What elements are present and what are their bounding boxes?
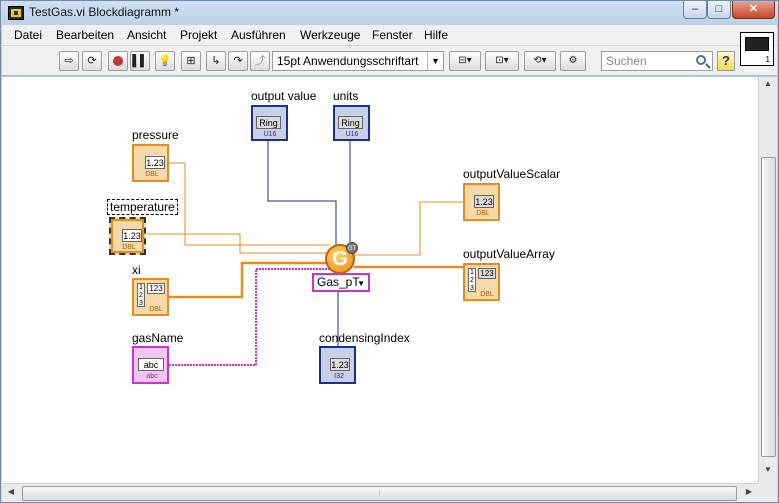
gasname-label[interactable]: gasName	[132, 331, 184, 345]
outputvaluearray-type-tag: DBL	[480, 291, 494, 298]
search-placeholder: Suchen	[606, 54, 647, 68]
wire-output-value[interactable]	[267, 139, 337, 245]
vertical-scroll-thumb[interactable]	[761, 157, 776, 457]
step-out-icon[interactable]: ⤴	[250, 51, 270, 71]
maximize-button[interactable]: □	[707, 1, 731, 19]
pressure-label[interactable]: pressure	[132, 128, 179, 142]
labview-app-icon	[8, 6, 24, 20]
chevron-down-icon: ▼	[427, 52, 443, 70]
condensingindex-label[interactable]: condensingIndex	[319, 331, 410, 345]
outputvaluescalar-terminal[interactable]: 1.23 DBL	[463, 183, 500, 221]
wire-output-scalar[interactable]	[354, 201, 464, 256]
window-title: TestGas.vi Blockdiagramm *	[29, 5, 180, 19]
minimize-button[interactable]: –	[683, 1, 707, 19]
numeric-indicator: 1.23	[474, 195, 494, 208]
menu-bar: Datei Bearbeiten Ansicht Projekt Ausführ…	[2, 25, 777, 46]
step-over-icon[interactable]: ↷	[228, 51, 248, 71]
menu-bearbeiten[interactable]: Bearbeiten	[56, 28, 115, 42]
chevron-down-icon: ▼	[357, 279, 365, 288]
align-icon[interactable]: ⊟▾	[449, 51, 481, 71]
block-diagram-canvas[interactable]: output value Ring U16 units Ring U16 pre…	[2, 77, 758, 483]
menu-hilfe[interactable]: Hilfe	[424, 28, 449, 42]
menu-datei[interactable]: Datei	[14, 28, 43, 42]
wire-temperature[interactable]	[147, 233, 330, 254]
search-icon	[696, 55, 706, 65]
toolbar: ⇨ ⟳ ▌▌ 💡 ⊞ ↳ ↷ ⤴ 15pt Anwendungsschrifta…	[2, 46, 777, 76]
xi-type-tag: DBL	[149, 306, 163, 313]
horizontal-scroll-thumb[interactable]: ⦙	[22, 486, 737, 501]
numeric-indicator: 1.23	[330, 358, 350, 371]
temperature-label[interactable]: temperature	[107, 199, 178, 215]
search-input[interactable]: Suchen	[601, 51, 713, 71]
xi-label[interactable]: xi	[132, 263, 141, 277]
string-control: abc	[138, 358, 164, 371]
wire-xi[interactable]	[168, 261, 332, 299]
pressure-type-tag: DBL	[145, 171, 159, 178]
condensingindex-terminal[interactable]: 1.23 I32	[319, 346, 356, 384]
font-select-value: 15pt Anwendungsschriftart	[277, 54, 419, 68]
close-button[interactable]: ✕	[732, 1, 775, 19]
gasname-type-tag: abc	[146, 373, 158, 380]
distribute-icon[interactable]: ⊡▾	[485, 51, 519, 71]
pause-icon[interactable]: ▌▌	[130, 51, 150, 71]
vi-icon-screen	[745, 37, 769, 51]
numeric-control: 1.23	[145, 156, 165, 169]
gasname-terminal[interactable]: abc abc	[132, 346, 169, 384]
outputvaluescalar-label[interactable]: outputValueScalar	[463, 167, 561, 181]
highlight-execution-icon[interactable]: 💡	[155, 51, 175, 71]
condensingindex-type-tag: I32	[334, 373, 344, 380]
scroll-left-icon[interactable]: ◀	[7, 487, 15, 496]
ring-indicator: Ring	[338, 116, 363, 129]
temperature-terminal[interactable]: 1.23 DBL	[109, 217, 146, 255]
array-element: 123	[478, 268, 496, 279]
output-value-label[interactable]: output value	[251, 89, 317, 103]
step-into-icon[interactable]: ↳	[206, 51, 226, 71]
abort-icon[interactable]	[108, 51, 128, 71]
menu-ansicht[interactable]: Ansicht	[127, 28, 167, 42]
outputvaluescalar-type-tag: DBL	[476, 210, 490, 217]
font-select[interactable]: 15pt Anwendungsschriftart ▼	[272, 51, 444, 71]
run-icon[interactable]: ⇨	[59, 51, 79, 71]
run-continuous-icon[interactable]: ⟳	[82, 51, 102, 71]
wires-layer	[147, 139, 464, 366]
output-value-type-tag: U16	[263, 131, 277, 138]
clean-diagram-icon[interactable]: ⚙	[560, 51, 586, 71]
wire-pressure[interactable]	[168, 162, 330, 246]
temperature-type-tag: DBL	[122, 244, 136, 251]
menu-werkzeuge[interactable]: Werkzeuge	[300, 28, 361, 42]
scroll-down-icon[interactable]: ▼	[764, 465, 772, 474]
menu-ausfuehren[interactable]: Ausführen	[231, 28, 286, 42]
units-label[interactable]: units	[333, 89, 359, 103]
wire-gasname[interactable]	[166, 268, 330, 366]
context-help-button[interactable]: ?	[717, 51, 735, 71]
vi-icon[interactable]: 1	[740, 32, 774, 66]
menu-fenster[interactable]: Fenster	[372, 28, 413, 42]
scroll-up-icon[interactable]: ▲	[764, 79, 772, 88]
polymorphic-selector[interactable]: Gas_pT ▼	[312, 273, 370, 292]
menu-projekt[interactable]: Projekt	[180, 28, 218, 42]
scroll-right-icon[interactable]: ▶	[745, 487, 753, 496]
units-type-tag: U16	[345, 131, 359, 138]
array-element: 123	[147, 283, 165, 294]
horizontal-scrollbar[interactable]: ◀ ⦙ ▶	[2, 483, 758, 502]
numeric-control: 1.23	[122, 229, 142, 242]
outputvaluearray-label[interactable]: outputValueArray	[463, 247, 555, 261]
vi-icon-label: 1	[765, 55, 770, 64]
ring-indicator: Ring	[256, 116, 281, 129]
retain-wire-values-icon[interactable]: ⊞	[181, 51, 201, 71]
polymorphic-selector-value: Gas_pT	[317, 275, 360, 289]
reorder-icon[interactable]: ⟲▾	[524, 51, 556, 71]
resize-grip[interactable]	[758, 483, 777, 502]
output-value-terminal[interactable]: Ring U16	[251, 105, 288, 141]
vertical-scrollbar[interactable]: ▲ ▼	[758, 77, 777, 483]
units-terminal[interactable]: Ring U16	[333, 105, 370, 141]
title-bar: TestGas.vi Blockdiagramm * – □ ✕	[1, 1, 778, 25]
gas-subvi-badge: GT	[346, 242, 358, 254]
pressure-terminal[interactable]: 1.23 DBL	[132, 144, 169, 182]
